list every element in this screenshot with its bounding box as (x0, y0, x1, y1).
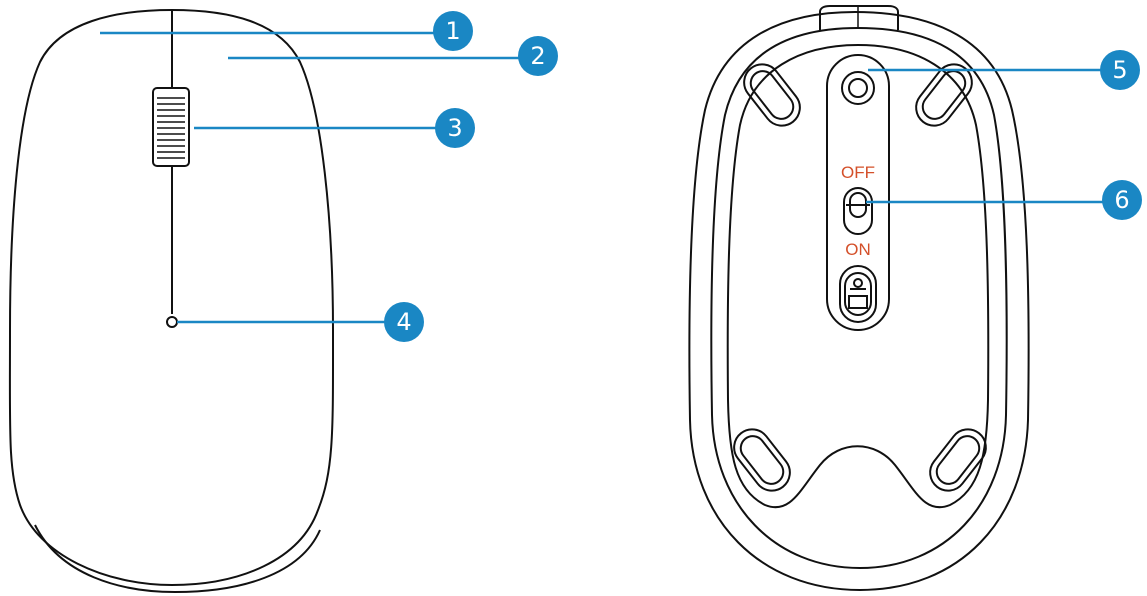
callout-badge-3: 3 (435, 108, 475, 148)
center-strip (826, 54, 890, 331)
svg-text:1: 1 (445, 17, 460, 45)
svg-text:6: 6 (1114, 186, 1129, 214)
callout-badge-1: 1 (433, 11, 473, 51)
svg-text:3: 3 (447, 114, 462, 142)
mouse-bottom-view (688, 5, 1030, 592)
bottom-view-base-plate (726, 43, 990, 509)
scroll-wheel (152, 87, 190, 167)
mouse-feet (733, 63, 987, 492)
top-view-body (8, 8, 335, 587)
switch-on-label: ON (845, 240, 871, 259)
callout-badge-4: 4 (384, 302, 424, 342)
indicator-light (166, 316, 178, 328)
bottom-view-outer-shell (688, 10, 1030, 592)
bottom-view-inner-rim (710, 26, 1008, 570)
svg-text:5: 5 (1112, 56, 1127, 84)
callout-badge-6: 6 (1102, 180, 1142, 220)
callout-badge-2: 2 (518, 36, 558, 76)
top-view-shell-edge (34, 524, 321, 594)
optical-sensor (841, 71, 875, 105)
callout-badge-5: 5 (1100, 50, 1140, 90)
tail-tab (819, 5, 899, 30)
battery-cover (839, 265, 877, 323)
svg-text:4: 4 (396, 308, 411, 336)
svg-text:2: 2 (530, 42, 545, 70)
power-switch (843, 187, 873, 235)
mouse-top-view (8, 8, 335, 594)
switch-off-label: OFF (841, 163, 875, 182)
callouts (100, 31, 1122, 324)
